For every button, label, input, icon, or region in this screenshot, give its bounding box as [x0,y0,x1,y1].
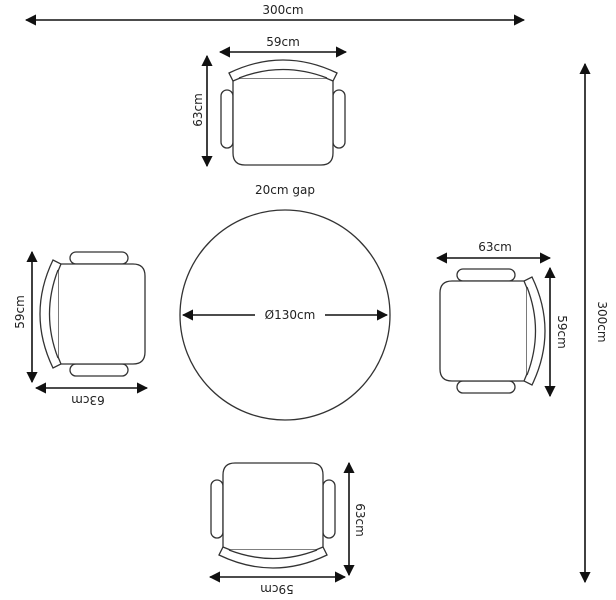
chair-left-width-label: 59cm [13,295,27,329]
table-diameter-label: Ø130cm [265,308,316,322]
chair-bottom-depth-label: 63cm [353,503,367,537]
round-table [179,209,391,421]
gap-label: 20cm gap [255,183,315,197]
chair-bottom-width-label: 59cm [260,582,294,596]
room-depth-label: 300cm [595,301,609,342]
chair-right-width-label: 59cm [555,315,569,349]
room-width-label: 300cm [262,3,303,17]
chair-bottom [210,462,336,569]
chair-top-width-label: 59cm [266,35,300,49]
chair-left [39,251,146,377]
chair-top-depth-label: 63cm [191,93,205,127]
chair-left-depth-label: 63cm [71,393,105,407]
chair-top [220,59,346,166]
chair-right-depth-label: 63cm [478,240,512,254]
chair-right [439,268,546,394]
